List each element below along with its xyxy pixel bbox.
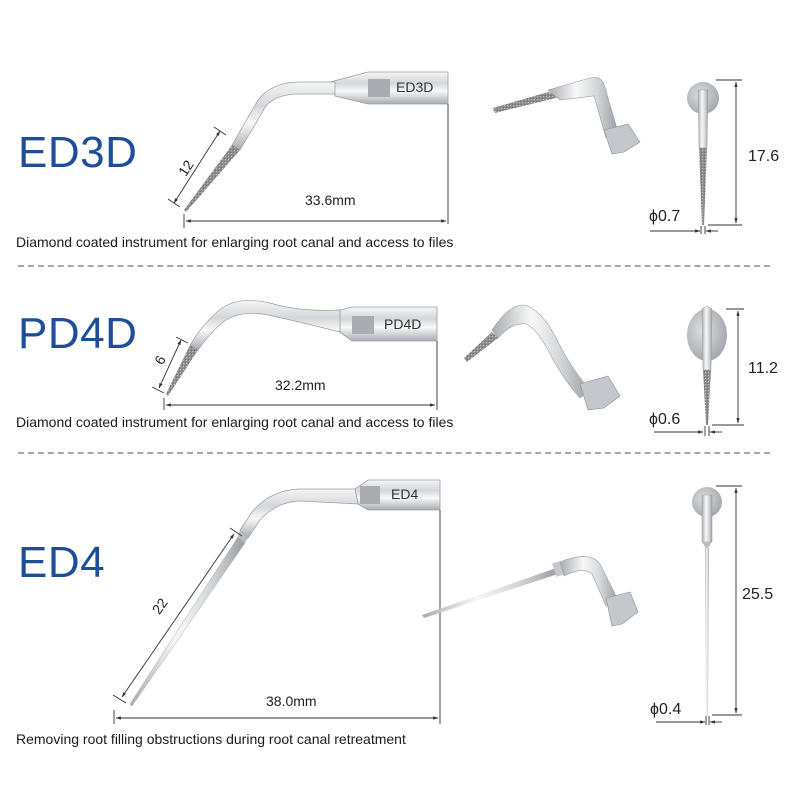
- instrument-description: Removing root filling obstructions durin…: [16, 731, 406, 747]
- tip-diameter-label: ϕ0.4: [650, 701, 681, 719]
- total-length-value: 32.2mm: [275, 377, 326, 393]
- front-height-value: 11.2: [748, 360, 778, 377]
- ed4-dimension-lines: [112, 510, 441, 724]
- pd4d-perspective-view: [464, 304, 621, 411]
- instrument-description: Diamond coated instrument for enlarging …: [16, 234, 454, 250]
- diameter-symbol-icon: ϕ: [650, 701, 659, 718]
- tip-diameter-value: 0.4: [658, 701, 682, 718]
- tip-diameter-label: ϕ0.7: [649, 208, 680, 226]
- tip-engraving: ED3D: [396, 79, 434, 95]
- pd4d-front-view: [687, 306, 727, 425]
- model-title: ED4: [18, 538, 106, 587]
- ed3d-dimension-lines: [167, 104, 449, 228]
- front-height-value: 25.5: [742, 586, 774, 603]
- ed3d-perspective-view: [493, 76, 641, 155]
- ed4-side-view: [129, 479, 441, 707]
- section-separator: [18, 452, 770, 454]
- tip-diameter-value: 0.6: [657, 411, 681, 428]
- front-height-value: 17.6: [748, 148, 780, 165]
- pd4d-front-dimensions: [654, 308, 744, 436]
- pd4d-dimension-lines: [151, 336, 438, 410]
- tip-engraving: ED4: [391, 486, 419, 502]
- tip-diameter-value: 0.7: [657, 208, 681, 225]
- ed3d-front-view: [687, 82, 719, 225]
- total-length-value: 38.0mm: [266, 693, 317, 709]
- diameter-symbol-icon: ϕ: [649, 411, 658, 428]
- model-title: ED3D: [18, 128, 138, 177]
- section-separator: [18, 265, 770, 267]
- diameter-symbol-icon: ϕ: [649, 208, 658, 225]
- instrument-description: Diamond coated instrument for enlarging …: [16, 414, 454, 430]
- tip-diameter-label: ϕ0.6: [649, 411, 680, 429]
- model-title: PD4D: [18, 309, 138, 358]
- pd4d-side-view: [166, 300, 438, 396]
- ed4-front-dimensions: [656, 485, 742, 725]
- total-length-value: 33.6mm: [305, 192, 356, 208]
- ed4-front-view: [692, 487, 722, 716]
- ed3d-front-dimensions: [650, 79, 742, 234]
- ed4-perspective-view: [422, 556, 639, 627]
- tip-engraving: PD4D: [384, 316, 422, 332]
